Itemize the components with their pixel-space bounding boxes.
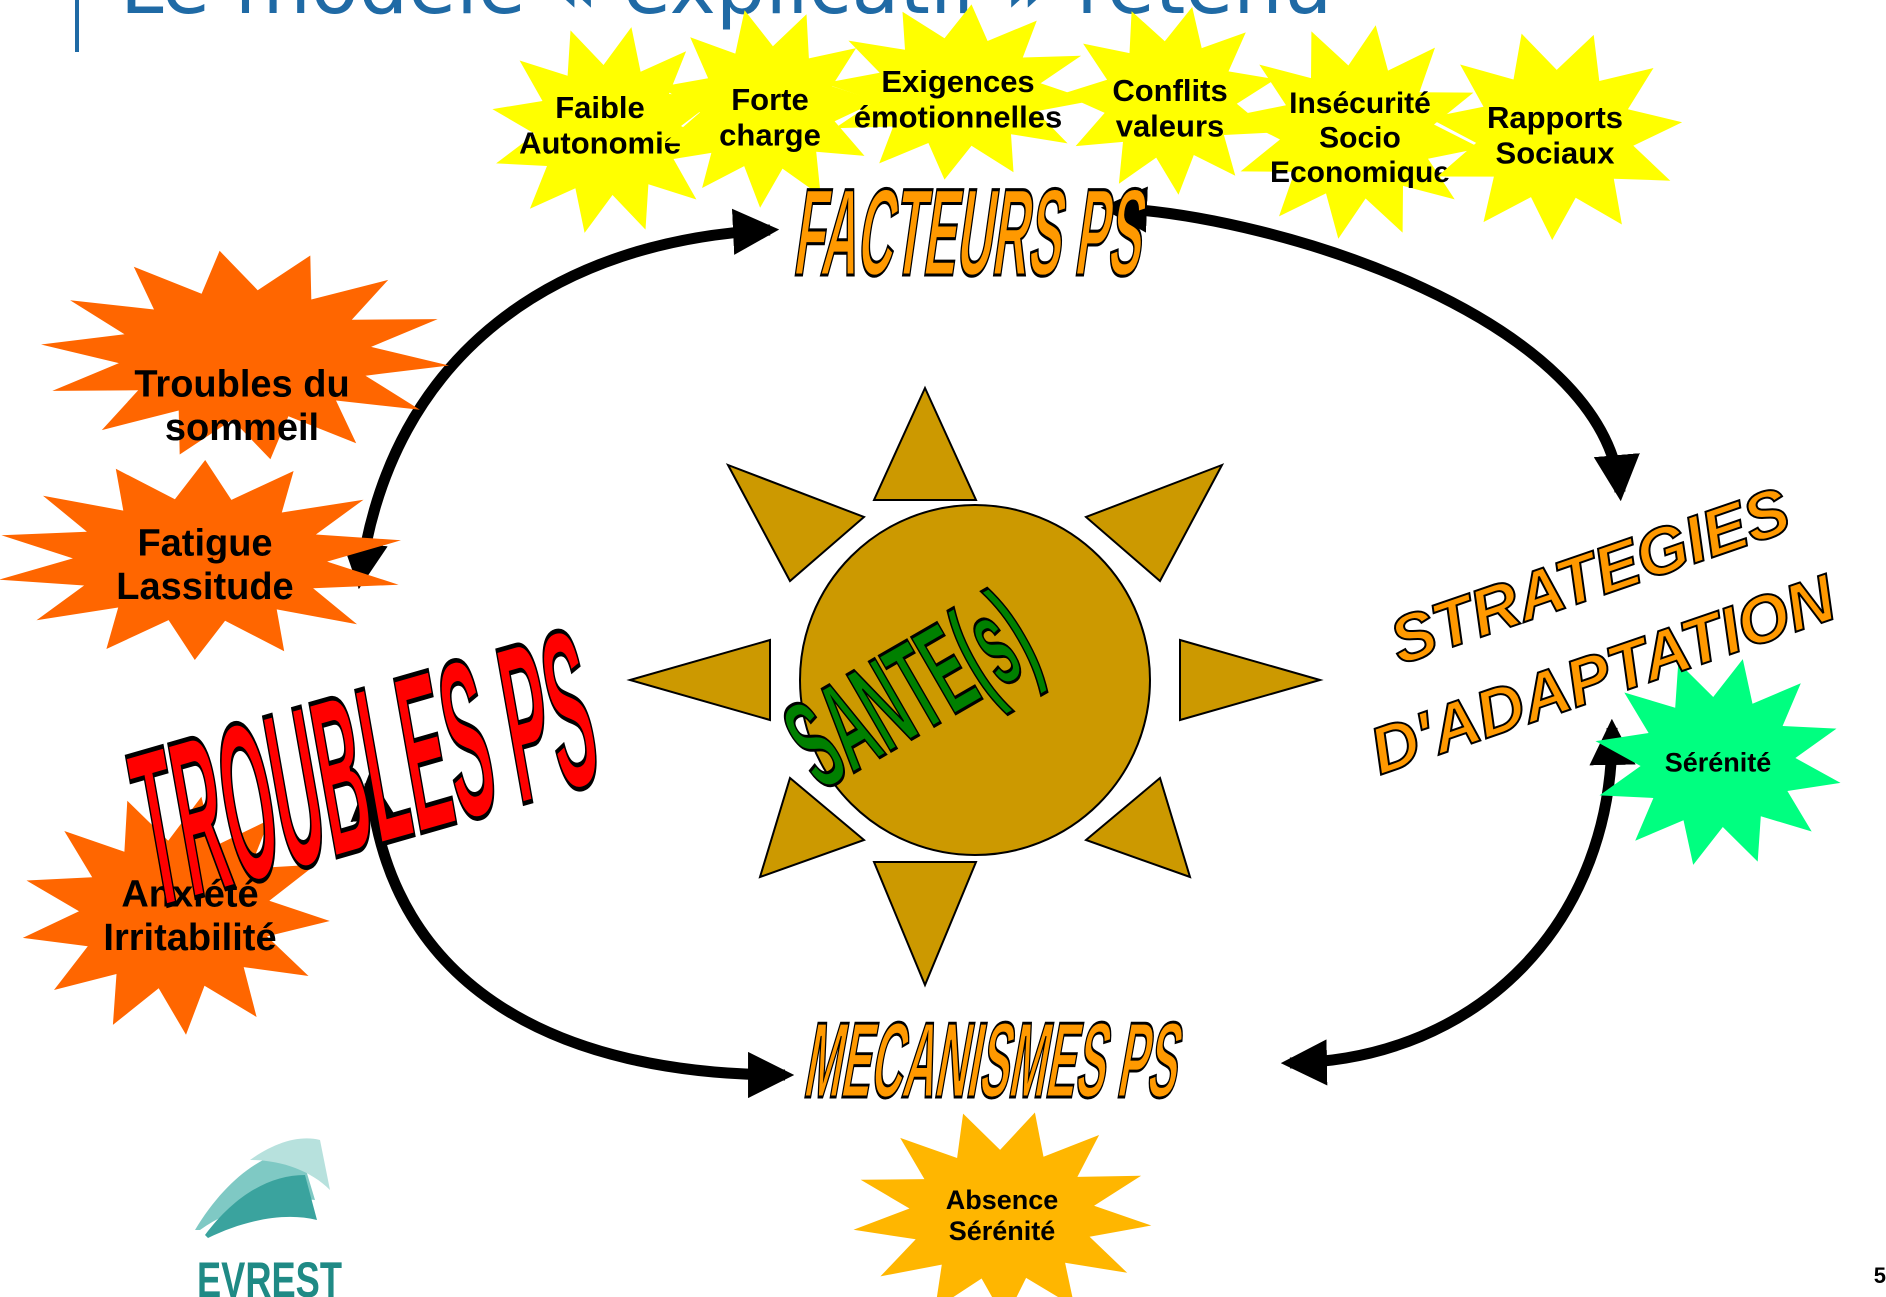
sun-ray: [1179, 638, 1324, 722]
absence-burst-text: Absence: [946, 1185, 1059, 1215]
sun-ray: [1084, 463, 1225, 583]
trouble-burst-text: Fatigue: [137, 522, 272, 564]
sun-ray: [872, 385, 978, 501]
trouble-burst-shape: [22, 796, 330, 1035]
serenity-burst-text: Sérénité: [1665, 748, 1772, 778]
factor-burst-text: charge: [719, 118, 821, 153]
factor-burst-text: Exigences: [881, 64, 1034, 99]
sun-core: [799, 504, 1151, 856]
sun-ray: [626, 638, 771, 722]
facteurs-label: FACTEURS PS: [788, 164, 1155, 302]
trouble-burst-text: Troubles du: [134, 363, 349, 405]
factor-burst-shape: [1062, 7, 1276, 195]
trouble-burst-text: Anxiété: [121, 873, 258, 915]
factor-burst-text: Forte: [731, 82, 809, 117]
evrest-wave-logo: [195, 1138, 330, 1238]
factor-burst-text: Sociaux: [1496, 136, 1616, 171]
factor-burst-text: valeurs: [1116, 109, 1225, 144]
title-accent-bar: [75, 0, 79, 52]
arrow-mecanismes-troubles: [350, 773, 795, 1099]
factor-burst-shape: [660, 10, 878, 208]
factor-burst-shape: [1428, 33, 1683, 240]
trouble-burst-shape: [0, 460, 401, 660]
factor-burst-text: Conflits: [1112, 73, 1227, 108]
sun-ray: [1084, 776, 1192, 879]
trouble-burst-text: sommeil: [165, 407, 319, 449]
sun-icon: [626, 385, 1324, 988]
logo-text: EVREST: [197, 1252, 342, 1297]
serenity-burst: Sérénité: [1595, 659, 1841, 865]
factor-burst-shape: [1233, 25, 1481, 239]
serenity-burst-shape: [1595, 659, 1841, 865]
factor-burst-shape: [823, 4, 1093, 180]
mecanismes-label: MECANISMES PS: [798, 1000, 1192, 1120]
factor-burst-text: émotionnelles: [854, 100, 1062, 135]
absence-burst-text: Sérénité: [949, 1216, 1056, 1246]
sun-ray: [725, 463, 866, 583]
factor-burst-text: Socio: [1319, 122, 1401, 155]
absence-burst-shape: [853, 1112, 1152, 1297]
sun-ray: [758, 776, 866, 879]
trouble-burst-shape: [41, 250, 449, 460]
sun-ray: [872, 861, 978, 988]
arrow-strategies-mecanismes: [1280, 718, 1636, 1086]
arrow-troubles-facteurs: [341, 208, 780, 590]
trouble-burst-text: Irritabilité: [103, 917, 276, 959]
factor-burst-text: Rapports: [1487, 100, 1623, 135]
factor-burst-text: Insécurité: [1289, 87, 1431, 120]
arrow-facteurs-strategies: [1100, 186, 1640, 502]
factor-burst-text: Autonomie: [519, 126, 681, 161]
slide-title: Le modèle « explicatif » retenu: [120, 0, 1332, 32]
page-number: 5: [1873, 1263, 1886, 1288]
trouble-burst-text: Lassitude: [116, 566, 293, 608]
factor-burst-text: Faible: [555, 90, 645, 125]
factor-burst-text: Economique: [1270, 156, 1450, 189]
factor-burst-shape: [492, 27, 724, 233]
